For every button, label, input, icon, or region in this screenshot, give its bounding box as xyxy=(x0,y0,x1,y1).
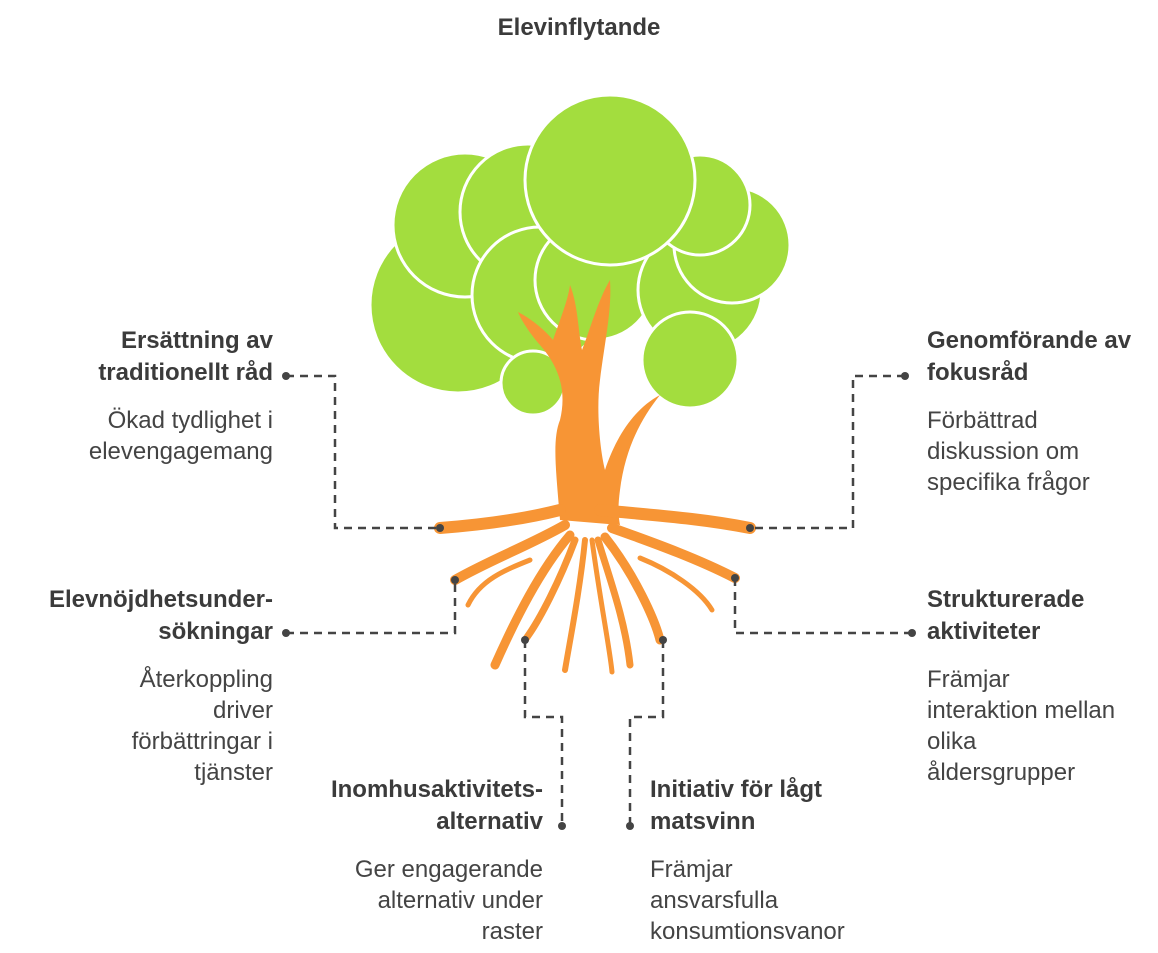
dot xyxy=(659,636,667,644)
tree-roots xyxy=(434,504,756,675)
item-description: Förbättrad diskussion om specifika frågo… xyxy=(927,407,1090,496)
item-heading: Initiativ för lågt matsvinn xyxy=(650,776,823,835)
item-heading: Inomhusaktivitets- alternativ xyxy=(330,776,543,835)
dot xyxy=(282,372,290,380)
connector-top-right xyxy=(750,374,905,530)
dot xyxy=(908,629,916,637)
item-heading: Ersättning av traditionellt råd xyxy=(98,327,273,386)
item-heading: Genomförande av fokusråd xyxy=(927,327,1132,386)
tree-canopy xyxy=(368,93,792,417)
tree-trunk xyxy=(518,280,660,525)
dot xyxy=(746,524,754,532)
dot xyxy=(436,524,444,532)
item-description: Återkoppling driver förbättringar i tjän… xyxy=(131,666,273,786)
dot xyxy=(901,372,909,380)
dot xyxy=(282,629,290,637)
item-description: Främjar interaktion mellan olika åldersg… xyxy=(927,666,1116,786)
item-heading: Elevnöjdhetsunder- sökningar xyxy=(48,586,273,645)
connector-mid-right xyxy=(733,578,912,635)
item-traditional-council: Ersättning av traditionellt råd Ökad tyd… xyxy=(89,325,273,467)
dot xyxy=(731,574,739,582)
dot xyxy=(451,576,459,584)
connector-mid-left xyxy=(286,580,457,635)
connectors xyxy=(286,374,912,826)
item-indoor-activities: Inomhusaktivitets- alternativ Ger engage… xyxy=(331,774,543,947)
dot xyxy=(626,822,634,830)
connector-top-left xyxy=(286,374,440,530)
item-heading: Strukturerade aktiviteter xyxy=(927,586,1085,645)
connector-dots xyxy=(282,372,916,830)
item-description: Ger engagerande alternativ under raster xyxy=(354,856,543,945)
item-description: Främjar ansvarsfulla konsumtionsvanor xyxy=(650,856,845,945)
dot xyxy=(521,636,529,644)
item-low-food-waste: Initiativ för lågt matsvinn Främjar ansv… xyxy=(650,774,845,947)
dot xyxy=(558,822,566,830)
item-focus-council: Genomförande av fokusråd Förbättrad disk… xyxy=(927,325,1131,498)
item-description: Ökad tydlighet i elevengagemang xyxy=(88,407,273,465)
item-student-surveys: Elevnöjdhetsunder- sökningar Återkopplin… xyxy=(49,584,273,788)
diagram-title: Elevinflytande xyxy=(497,14,661,41)
item-structured-activities: Strukturerade aktiviteter Främjar intera… xyxy=(927,584,1115,788)
connector-bottom-left xyxy=(523,640,564,826)
